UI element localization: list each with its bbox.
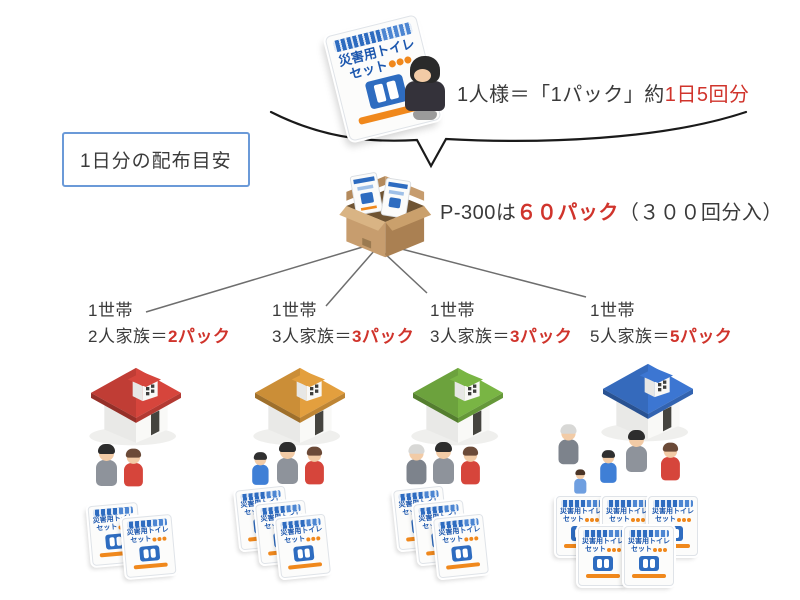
house-icon: [411, 367, 503, 446]
headline: 1人様＝「1パック」約1日5回分: [457, 78, 750, 107]
family-people-row: [248, 442, 326, 488]
pack-group: 災害用トイレ セット 災害用トイレ セット 災害用トイレ セット: [393, 485, 506, 596]
household-column-4-label: 1世帯 5人家族＝5パック: [590, 298, 732, 351]
person-body: [405, 81, 445, 111]
person-woman-icon: [122, 448, 144, 490]
carton-caption: P-300は６０パック（３００回分入）: [440, 196, 783, 225]
family-highlight: 3パック: [351, 327, 415, 347]
person-elder-icon: [557, 424, 580, 468]
person-elder-icon: [405, 444, 428, 488]
person-icon: [400, 56, 450, 128]
family-people-cluster: [556, 424, 696, 494]
speech-bubble-curve: [269, 110, 748, 169]
person-man-icon: [275, 442, 299, 488]
package-icon: 災害用トイレ セット: [275, 513, 331, 579]
house-icon: [253, 367, 345, 446]
dormer-roof: [639, 368, 673, 383]
carton-label: [362, 237, 372, 249]
package-icon: 災害用トイレ セット: [121, 513, 177, 579]
household-label: 1世帯: [430, 301, 475, 320]
carton-caption-prefix: P-300は: [440, 202, 517, 224]
carton-caption-highlight: ６０パック: [516, 202, 619, 224]
family-label-text: 2人家族＝: [88, 327, 168, 347]
household-label: 1世帯: [590, 301, 635, 320]
dormer-roof: [291, 372, 325, 387]
family-label: 2人家族＝2パック: [88, 324, 230, 350]
dormer-roof: [127, 372, 161, 387]
carton-front-flap: [339, 206, 386, 231]
household-label: 1世帯: [272, 301, 317, 320]
house-icon: [601, 363, 693, 442]
family-highlight: 3パック: [509, 327, 573, 347]
household-column-2-label: 1世帯 3人家族＝3パック: [272, 298, 414, 351]
family-highlight: 5パック: [669, 327, 733, 347]
dormer-roof: [449, 372, 483, 387]
family-people-row: [404, 442, 482, 488]
family-highlight: 2パック: [167, 327, 231, 347]
family-label-text: 5人家族＝: [590, 327, 670, 347]
family-label: 3人家族＝3パック: [430, 324, 572, 350]
carton-caption-suffix: （３００回分入）: [618, 202, 783, 224]
person-man-icon: [624, 430, 648, 476]
carton-box-icon: [339, 172, 432, 258]
household-column-1-label: 1世帯 2人家族＝2パック: [88, 298, 230, 351]
household-label: 1世帯: [88, 301, 133, 320]
family-label: 3人家族＝3パック: [272, 324, 414, 350]
carton-pack: [349, 172, 383, 216]
person-woman-icon: [659, 442, 681, 484]
person-man-icon: [431, 442, 455, 488]
person-man-icon: [94, 444, 118, 490]
daily-guide-box: 1日分の配布目安: [62, 132, 250, 187]
family-label: 5人家族＝5パック: [590, 324, 732, 350]
package-icon: 災害用トイレ セット: [624, 526, 674, 586]
person-boy-icon: [251, 452, 270, 488]
headline-text: 1人様＝「1パック」約: [457, 84, 665, 106]
family-people-row: [94, 444, 145, 490]
person-legs: [413, 111, 437, 120]
pack-group: 災害用トイレ セット 災害用トイレ セット 災害用トイレ セット: [235, 485, 348, 596]
pack-group: 災害用トイレ セット 災害用トイレ セット 災害用トイレ セット 災害用トイレ …: [556, 496, 706, 592]
pack-group: 災害用トイレ セット 災害用トイレ セット: [87, 500, 198, 590]
package-icon: 災害用トイレ セット: [578, 526, 628, 586]
person-woman-icon: [459, 446, 481, 488]
family-label-text: 3人家族＝: [272, 327, 352, 347]
person-toddler-icon: [573, 469, 587, 496]
house-icon: [89, 367, 181, 446]
household-column-3-label: 1世帯 3人家族＝3パック: [430, 298, 572, 351]
daily-guide-label: 1日分の配布目安: [80, 151, 232, 172]
person-head: [410, 56, 440, 83]
family-label-text: 3人家族＝: [430, 327, 510, 347]
carton-pack: [380, 177, 412, 219]
headline-highlight: 1日5回分: [664, 84, 750, 106]
carton-front-flap: [385, 206, 432, 231]
package-icon: 災害用トイレ セット: [433, 513, 489, 579]
person-woman-icon: [303, 446, 325, 488]
person-boy-icon: [599, 450, 618, 486]
